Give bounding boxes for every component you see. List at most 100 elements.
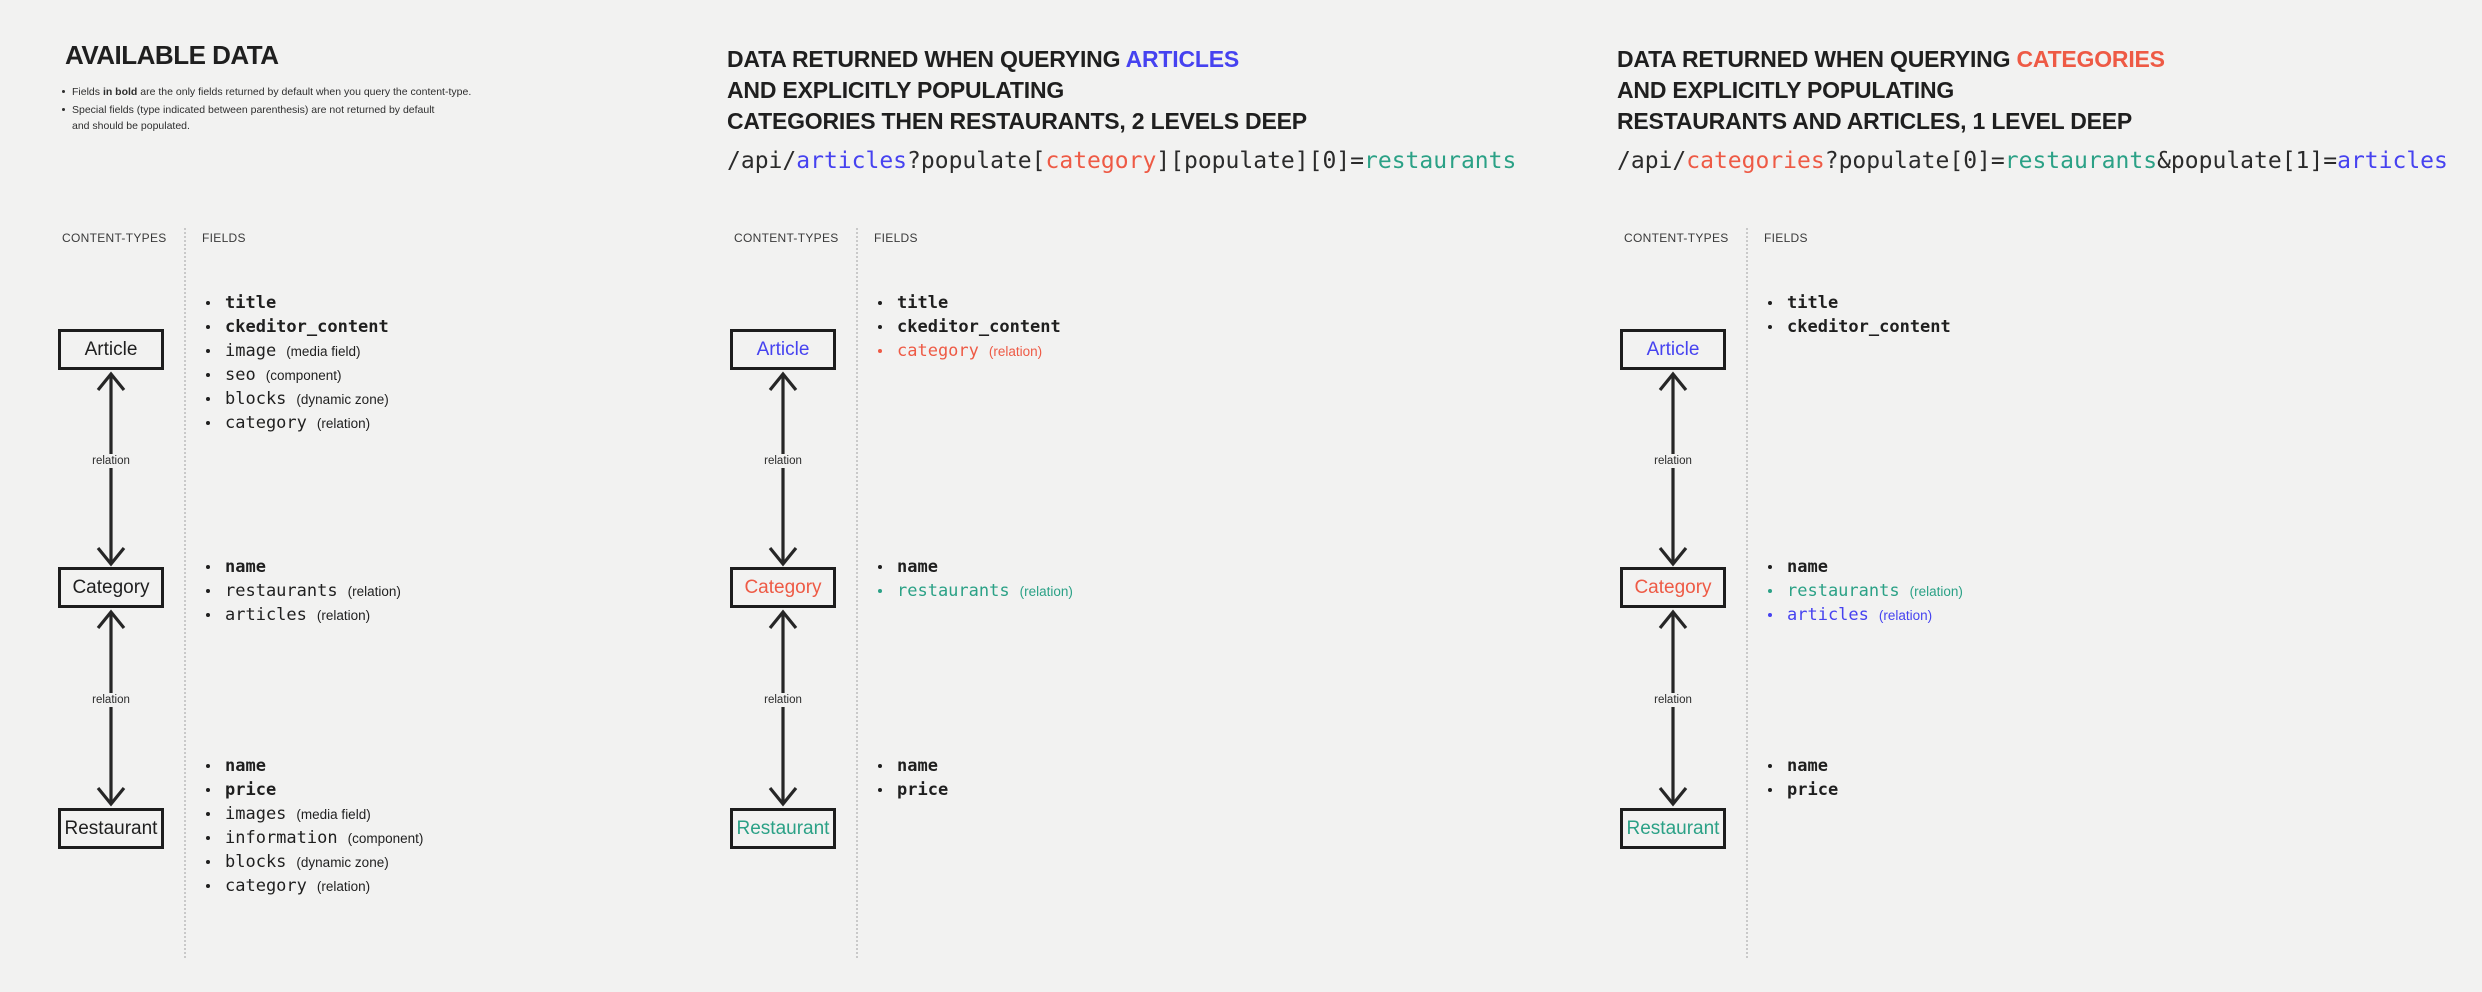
note-item: Fields in bold are the only fields retur…	[62, 84, 471, 100]
field-row: ckeditor_content	[878, 315, 1061, 339]
text-segment: RESTAURANTS AND ARTICLES, 1 LEVEL DEEP	[1617, 108, 2133, 134]
text-segment: ?populate[	[907, 148, 1046, 174]
text-segment: AND EXPLICITLY POPULATING	[727, 77, 1065, 103]
field-list-article: title ckeditor_content	[1768, 291, 1951, 339]
field-name: articles	[1787, 605, 1869, 625]
bullet-dot-icon	[206, 860, 210, 864]
text-segment: CATEGORIES THEN RESTAURANTS, 2 LEVELS DE…	[727, 108, 1307, 134]
panel-available-data: AVAILABLE DATA Fields in bold are the on…	[55, 0, 727, 992]
text-segment: DATA RETURNED WHEN QUERYING	[727, 46, 1126, 72]
content-type-box-restaurant: Restaurant	[1620, 808, 1726, 849]
note-text: Special fields (type indicated between p…	[72, 102, 434, 134]
field-name: title	[225, 293, 277, 313]
relation-arrow-icon	[96, 371, 126, 567]
bullet-dot-icon	[206, 373, 210, 377]
field-row: image(media field)	[206, 339, 389, 363]
box-label: Category	[72, 576, 150, 598]
field-name: blocks	[225, 389, 287, 409]
fields-column-label: FIELDS	[1764, 231, 1808, 245]
field-name: price	[897, 780, 949, 800]
relation-arrow-icon	[768, 371, 798, 567]
column-divider-dotted-line	[184, 228, 186, 958]
field-name: category	[897, 341, 979, 361]
bullet-dot-icon	[206, 301, 210, 305]
content-type-box-category: Category	[58, 567, 164, 608]
field-name: ckeditor_content	[225, 317, 389, 337]
bullet-dot-icon	[878, 565, 882, 569]
field-name: seo	[225, 365, 256, 385]
field-name: price	[1787, 780, 1839, 800]
bullet-dot-icon	[206, 589, 210, 593]
relation-label: relation	[1650, 454, 1696, 468]
field-name: name	[1787, 756, 1828, 776]
relation-label: relation	[88, 454, 134, 468]
panel-notes: Fields in bold are the only fields retur…	[62, 84, 471, 136]
field-name: name	[1787, 557, 1828, 577]
field-type-annotation: (component)	[347, 830, 424, 846]
bullet-dot-icon	[206, 421, 210, 425]
field-name: title	[1787, 293, 1839, 313]
content-type-diagram: CONTENT-TYPES FIELDS Article Category Re…	[55, 0, 727, 992]
text-segment: Fields	[72, 86, 103, 98]
bullet-dot-icon	[206, 764, 210, 768]
field-row: category(relation)	[878, 339, 1061, 363]
api-url: /api/categories?populate[0]=restaurants&…	[1617, 148, 2448, 174]
field-name: category	[225, 876, 307, 896]
field-row: articles(relation)	[206, 603, 401, 627]
field-row: title	[206, 291, 389, 315]
text-segment: &populate[1]=	[2157, 148, 2338, 174]
field-type-annotation: (media field)	[286, 343, 361, 359]
field-name: ckeditor_content	[1787, 317, 1951, 337]
title-line: RESTAURANTS AND ARTICLES, 1 LEVEL DEEP	[1617, 106, 2165, 137]
bullet-dot-icon	[62, 108, 65, 111]
relation-label: relation	[760, 454, 806, 468]
bullet-dot-icon	[878, 349, 882, 353]
relation-arrow-icon	[96, 609, 126, 807]
field-list-restaurant: name price	[1768, 754, 1838, 802]
bullet-dot-icon	[206, 788, 210, 792]
field-row: name	[878, 754, 948, 778]
field-row: price	[1768, 778, 1838, 802]
field-row: name	[1768, 754, 1838, 778]
bullet-dot-icon	[206, 613, 210, 617]
content-types-column-label: CONTENT-TYPES	[1624, 231, 1729, 245]
text-segment: /api/	[727, 148, 797, 174]
bullet-dot-icon	[1768, 764, 1772, 768]
field-row: blocks(dynamic zone)	[206, 850, 423, 874]
bullet-dot-icon	[878, 301, 882, 305]
text-segment: AVAILABLE DATA	[65, 40, 279, 70]
field-name: name	[225, 756, 266, 776]
fields-column-label: FIELDS	[202, 231, 246, 245]
field-type-annotation: (relation)	[347, 583, 401, 599]
field-row: name	[1768, 555, 1963, 579]
bullet-dot-icon	[206, 884, 210, 888]
field-row: name	[206, 555, 401, 579]
text-segment: /api/	[1617, 148, 1687, 174]
text-segment: in bold	[102, 86, 138, 98]
bullet-dot-icon	[1768, 301, 1772, 305]
field-type-annotation: (dynamic zone)	[296, 854, 389, 870]
field-name: restaurants	[897, 581, 1010, 601]
field-row: price	[206, 778, 423, 802]
content-types-column-label: CONTENT-TYPES	[734, 231, 839, 245]
content-type-box-category: Category	[730, 567, 836, 608]
field-name: restaurants	[1787, 581, 1900, 601]
field-name: name	[897, 756, 938, 776]
bullet-dot-icon	[206, 325, 210, 329]
bullet-dot-icon	[878, 788, 882, 792]
field-type-annotation: (component)	[265, 367, 342, 383]
text-segment: restaurants	[2004, 148, 2158, 174]
content-type-box-article: Article	[1620, 329, 1726, 370]
bullet-dot-icon	[878, 589, 882, 593]
field-row: ckeditor_content	[206, 315, 389, 339]
box-label: Category	[1634, 576, 1712, 598]
field-type-annotation: (relation)	[316, 607, 371, 623]
relation-label: relation	[88, 693, 134, 707]
